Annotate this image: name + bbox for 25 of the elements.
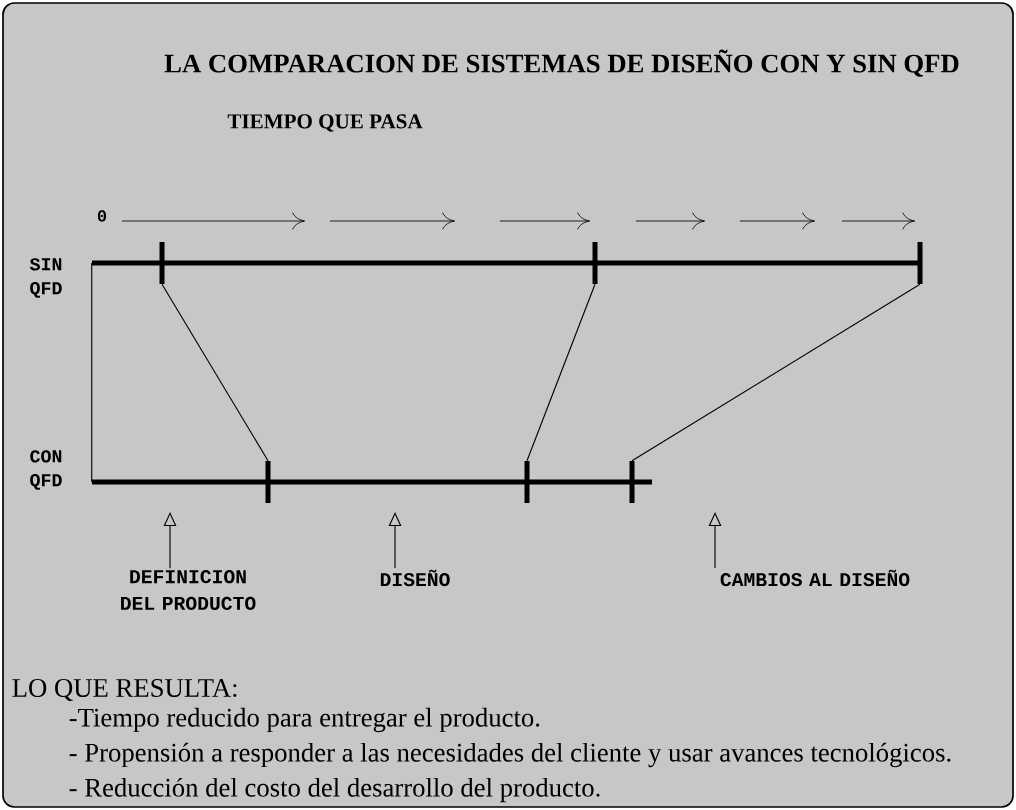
- bullet-item: - Propensión a responder a las necesidades del cliente y usar avances tecnológicos.: [69, 742, 951, 768]
- row-label: CON QFD: [30, 450, 62, 490]
- tick-mark: [629, 461, 635, 503]
- subtitle: TIEMPO QUE PASA: [227, 114, 423, 132]
- connector-line: [161, 283, 269, 462]
- row-label: SIN QFD: [29, 258, 62, 298]
- connector-line: [526, 283, 596, 462]
- phase-label: CAMBIOS AL DISEÑO: [720, 569, 910, 587]
- leader-arrow: [388, 512, 402, 569]
- axis-origin: 0: [97, 210, 107, 222]
- tick-mark: [917, 242, 923, 284]
- tick-mark: [592, 242, 598, 284]
- phase-label: DISEÑO: [380, 569, 450, 587]
- section-heading: LO QUE RESULTA:: [12, 679, 237, 701]
- title: LA COMPARACION DE SISTEMAS DE DISEÑO CON Y SIN QFD: [164, 49, 959, 77]
- bullet-item: - Reducción del costo del desarrollo del producto.: [69, 777, 600, 803]
- phase-label: DEFINICION DEL PRODUCTO: [121, 570, 256, 611]
- leader-arrow: [708, 512, 722, 569]
- tick-mark: [524, 461, 530, 503]
- bullet-item: -Tiempo reducido para entregar el producto.: [69, 707, 540, 733]
- leader-arrow: [163, 512, 177, 569]
- connector-line: [91, 262, 93, 483]
- tick-mark: [159, 242, 165, 284]
- connector-line: [631, 283, 921, 462]
- tick-mark: [265, 461, 271, 503]
